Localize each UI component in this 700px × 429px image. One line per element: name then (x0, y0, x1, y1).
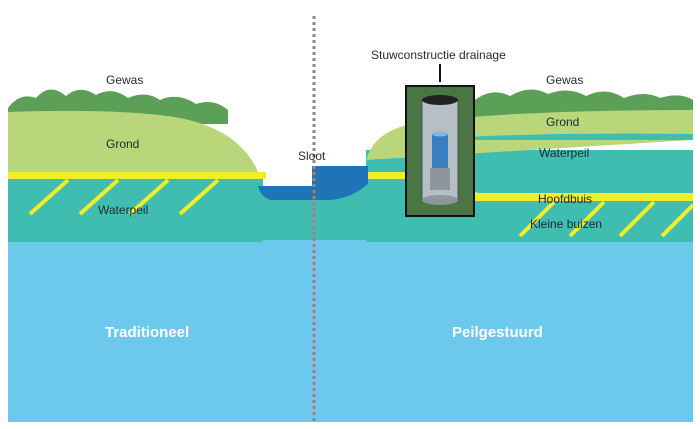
pipe-right-main (470, 193, 693, 201)
ditch-water (258, 166, 368, 200)
label-right-waterlevel: Waterpeil (539, 146, 590, 160)
label-small-pipes: Kleine buizen (530, 217, 603, 231)
label-main-pipe: Hoofdbuis (538, 192, 593, 206)
pipe-left-main (8, 172, 266, 179)
soil-left (8, 110, 258, 172)
label-left-soil: Grond (106, 137, 140, 151)
label-right-soil: Grond (546, 115, 580, 129)
drains-left (28, 178, 220, 216)
label-right-crop: Gewas (546, 73, 584, 87)
pipe-ditch-to-structure (368, 172, 410, 179)
label-ditch: Sloot (298, 149, 326, 163)
label-left-crop: Gewas (106, 73, 144, 87)
title-traditional: Traditioneel (105, 324, 190, 341)
soil-right-edge (420, 133, 693, 140)
label-structure: Stuwconstructie drainage (371, 48, 506, 62)
weir-structure-illustration (405, 85, 475, 217)
deep-water-layer (8, 240, 693, 422)
title-level-controlled: Peilgestuurd (452, 324, 543, 341)
label-left-waterlevel: Waterpeil (98, 203, 149, 217)
drains-right (518, 200, 695, 238)
